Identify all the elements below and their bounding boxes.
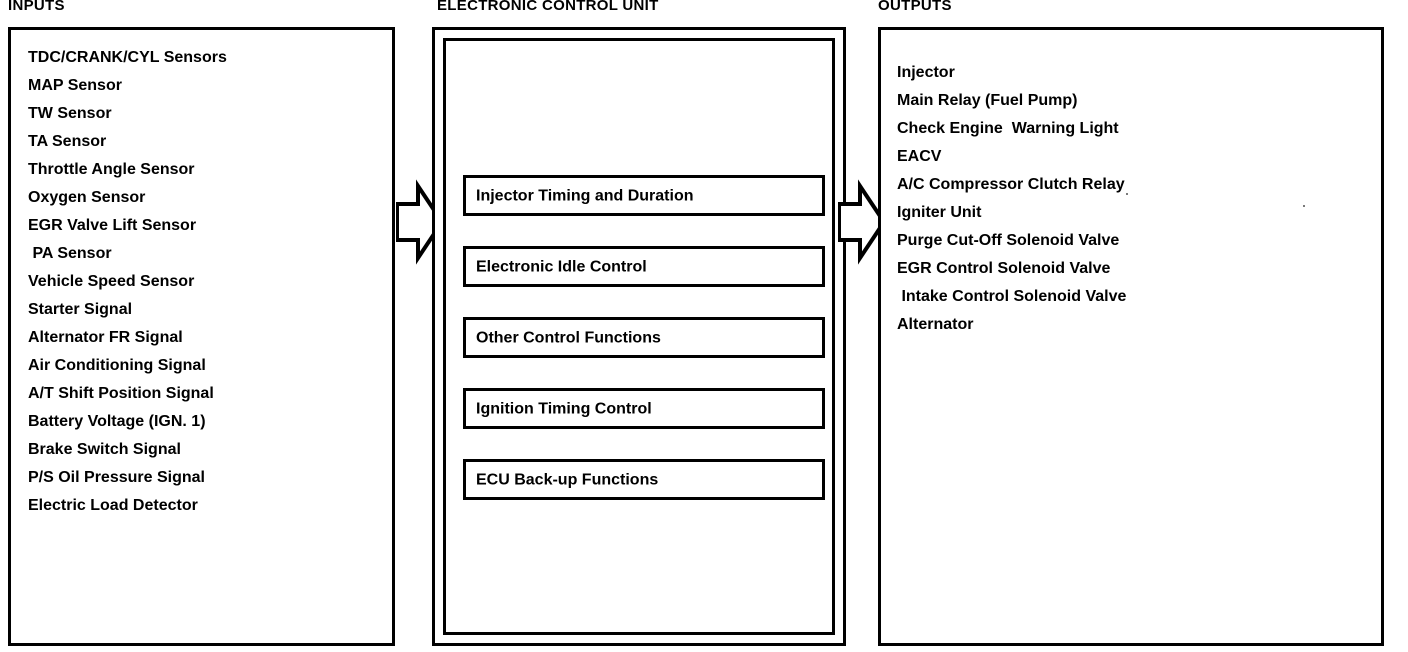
ecu-function-box: Other Control Functions <box>463 317 825 358</box>
outputs-column-header: OUTPUTS <box>878 0 952 14</box>
inputs-column-header: INPUTS <box>8 0 65 14</box>
list-item: Starter Signal <box>28 301 133 318</box>
list-item: Main Relay (Fuel Pump) <box>897 92 1078 109</box>
ecu-function-box: Electronic Idle Control <box>463 246 825 287</box>
ecu-function-box: ECU Back-up Functions <box>463 459 825 500</box>
outputs-panel: Injector Main Relay (Fuel Pump) Check En… <box>878 27 1384 646</box>
list-item: A/T Shift Position Signal <box>28 385 214 402</box>
list-item: Purge Cut-Off Solenoid Valve <box>897 232 1120 249</box>
list-item: Alternator <box>897 316 974 333</box>
list-item: MAP Sensor <box>28 77 122 94</box>
ecu-inner-frame: Injector Timing and Duration Electronic … <box>443 38 835 635</box>
arrow-ecu-to-outputs-icon <box>838 178 886 266</box>
list-item: TA Sensor <box>28 133 107 150</box>
list-item: PA Sensor <box>28 245 112 262</box>
ecu-function-box: Ignition Timing Control <box>463 388 825 429</box>
list-item: Check Engine Warning Light <box>897 120 1119 137</box>
scan-speck <box>1126 193 1128 195</box>
ecu-function-box: Injector Timing and Duration <box>463 175 825 216</box>
inputs-list: TDC/CRANK/CYL Sensors MAP Sensor TW Sens… <box>28 44 227 520</box>
ecu-function-label: Ignition Timing Control <box>476 400 652 417</box>
ecu-function-label: Electronic Idle Control <box>476 258 647 275</box>
arrow-inputs-to-ecu-icon <box>396 178 444 266</box>
ecu-function-label: Other Control Functions <box>476 329 661 346</box>
ecu-column-header: ELECTRONIC CONTROL UNIT <box>437 0 659 14</box>
outputs-list: Injector Main Relay (Fuel Pump) Check En… <box>897 59 1126 339</box>
list-item: TDC/CRANK/CYL Sensors <box>28 49 227 66</box>
scan-speck <box>1303 205 1305 207</box>
list-item: Intake Control Solenoid Valve <box>897 288 1127 305</box>
ecu-function-label: ECU Back-up Functions <box>476 471 659 488</box>
list-item: Oxygen Sensor <box>28 189 146 206</box>
list-item: TW Sensor <box>28 105 112 122</box>
list-item: Electric Load Detector <box>28 497 198 514</box>
inputs-panel: TDC/CRANK/CYL Sensors MAP Sensor TW Sens… <box>8 27 395 646</box>
list-item: Injector <box>897 64 955 81</box>
list-item: Air Conditioning Signal <box>28 357 206 374</box>
list-item: Throttle Angle Sensor <box>28 161 195 178</box>
list-item: EGR Control Solenoid Valve <box>897 260 1111 277</box>
list-item: EGR Valve Lift Sensor <box>28 217 197 234</box>
list-item: Battery Voltage (IGN. 1) <box>28 413 206 430</box>
list-item: A/C Compressor Clutch Relay <box>897 176 1125 193</box>
list-item: P/S Oil Pressure Signal <box>28 469 205 486</box>
list-item: Igniter Unit <box>897 204 982 221</box>
list-item: EACV <box>897 148 942 165</box>
ecu-function-label: Injector Timing and Duration <box>476 187 694 204</box>
ecu-panel: Injector Timing and Duration Electronic … <box>432 27 846 646</box>
list-item: Alternator FR Signal <box>28 329 183 346</box>
list-item: Brake Switch Signal <box>28 441 181 458</box>
list-item: Vehicle Speed Sensor <box>28 273 195 290</box>
